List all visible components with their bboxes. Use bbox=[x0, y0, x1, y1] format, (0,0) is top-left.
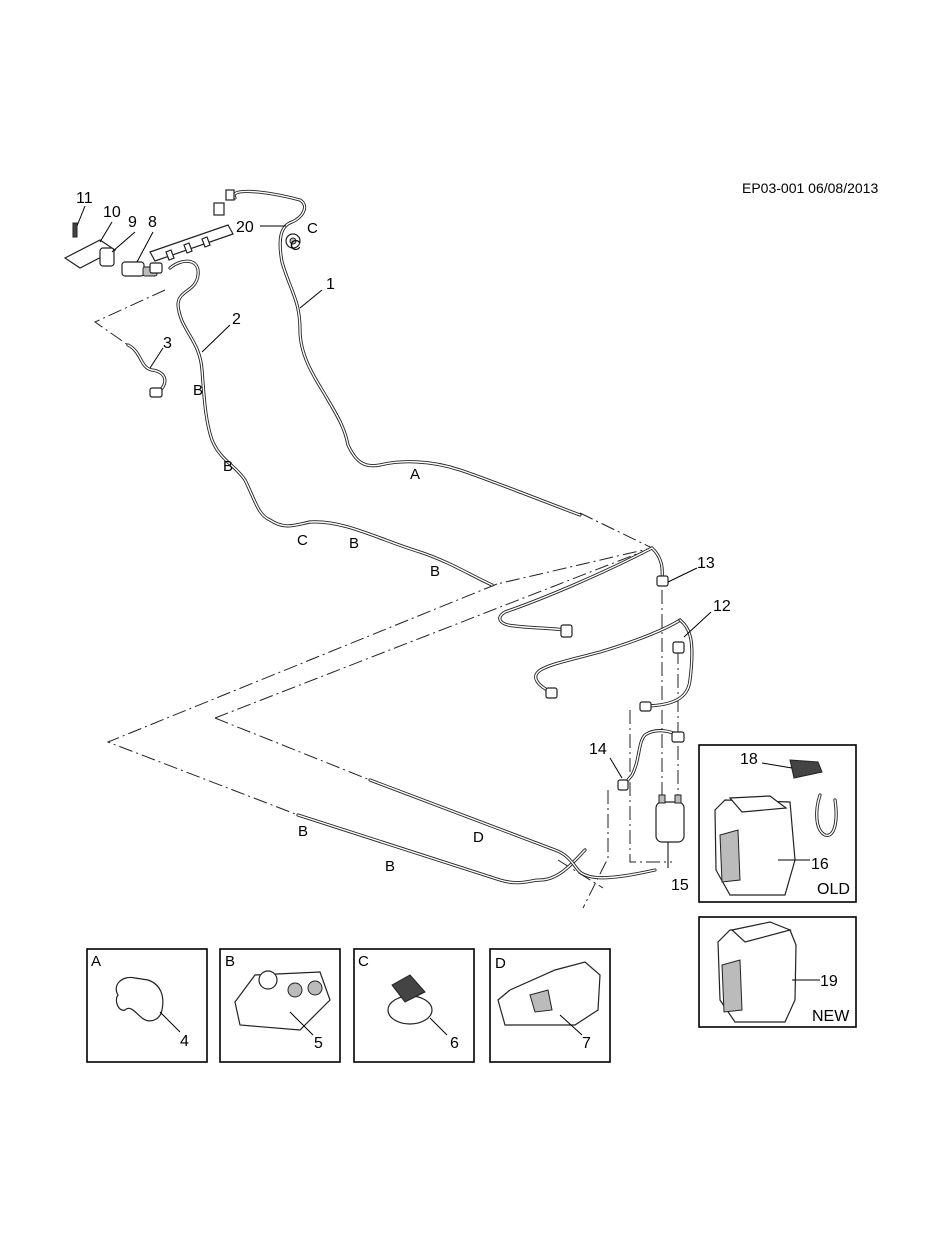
detail-box-c bbox=[353, 948, 475, 1063]
callout-2: 2 bbox=[232, 311, 241, 328]
fuel-filter-15 bbox=[655, 794, 685, 843]
ref-c-fitting: C bbox=[290, 237, 301, 254]
callout-19: 19 bbox=[820, 973, 838, 990]
callout-5: 5 bbox=[314, 1035, 323, 1052]
callout-10: 10 bbox=[103, 204, 121, 221]
callout-12: 12 bbox=[713, 598, 731, 615]
detail-box-d bbox=[489, 948, 611, 1063]
callout-numbers: 1 2 3 4 5 6 7 8 9 10 11 12 13 14 15 16 1… bbox=[76, 190, 838, 1052]
ref-b-1: B bbox=[193, 382, 203, 399]
fuel-rail bbox=[149, 189, 235, 262]
ref-a-1: A bbox=[410, 466, 420, 483]
detail-box-letters: A B C D bbox=[91, 953, 506, 972]
callout-14: 14 bbox=[589, 741, 607, 758]
callout-8: 8 bbox=[148, 214, 157, 231]
connection-lines bbox=[93, 289, 679, 909]
callout-15: 15 bbox=[671, 877, 689, 894]
detail-letter-c: C bbox=[358, 953, 369, 970]
detail-letter-d: D bbox=[495, 955, 506, 972]
ref-d-1: D bbox=[473, 829, 484, 846]
detail-box-b bbox=[219, 948, 341, 1063]
detail-letter-b: B bbox=[225, 953, 235, 970]
regulator-assembly bbox=[63, 222, 163, 277]
pipe-12 bbox=[534, 618, 694, 712]
diagram-code: EP03-001 06/08/2013 bbox=[742, 180, 878, 196]
variant-old-label: OLD bbox=[817, 881, 850, 898]
ref-b-6: B bbox=[385, 858, 395, 875]
pipe-1 bbox=[232, 189, 582, 517]
callout-1: 1 bbox=[326, 276, 335, 293]
new-canister-box bbox=[698, 916, 857, 1028]
callout-18: 18 bbox=[740, 751, 758, 768]
ref-b-4: B bbox=[430, 563, 440, 580]
ref-b-3: B bbox=[349, 535, 359, 552]
callout-20: 20 bbox=[236, 219, 254, 236]
callout-7: 7 bbox=[582, 1035, 591, 1052]
clip-reference-letters: C C B B A C B B B D B bbox=[193, 220, 484, 875]
lower-pipes bbox=[296, 778, 657, 885]
ref-b-5: B bbox=[298, 823, 308, 840]
callout-3: 3 bbox=[163, 335, 172, 352]
ref-b-2: B bbox=[223, 458, 233, 475]
detail-box-a bbox=[86, 948, 208, 1063]
leader-lines bbox=[76, 205, 820, 1036]
callout-11: 11 bbox=[76, 190, 93, 207]
callout-13: 13 bbox=[697, 555, 715, 572]
pipe-2 bbox=[168, 259, 494, 587]
pipe-14 bbox=[617, 729, 685, 791]
fitting-20 bbox=[285, 233, 301, 249]
pipe-13 bbox=[498, 546, 669, 638]
hose-3 bbox=[126, 343, 167, 398]
callout-4: 4 bbox=[180, 1033, 189, 1050]
detail-letter-a: A bbox=[91, 953, 101, 970]
variant-new-label: NEW bbox=[812, 1008, 850, 1025]
ref-c-2: C bbox=[297, 532, 308, 549]
ref-c-top: C bbox=[307, 220, 318, 237]
callout-9: 9 bbox=[128, 214, 137, 231]
callout-16: 16 bbox=[811, 856, 829, 873]
old-canister-box bbox=[698, 744, 857, 903]
callout-6: 6 bbox=[450, 1035, 459, 1052]
